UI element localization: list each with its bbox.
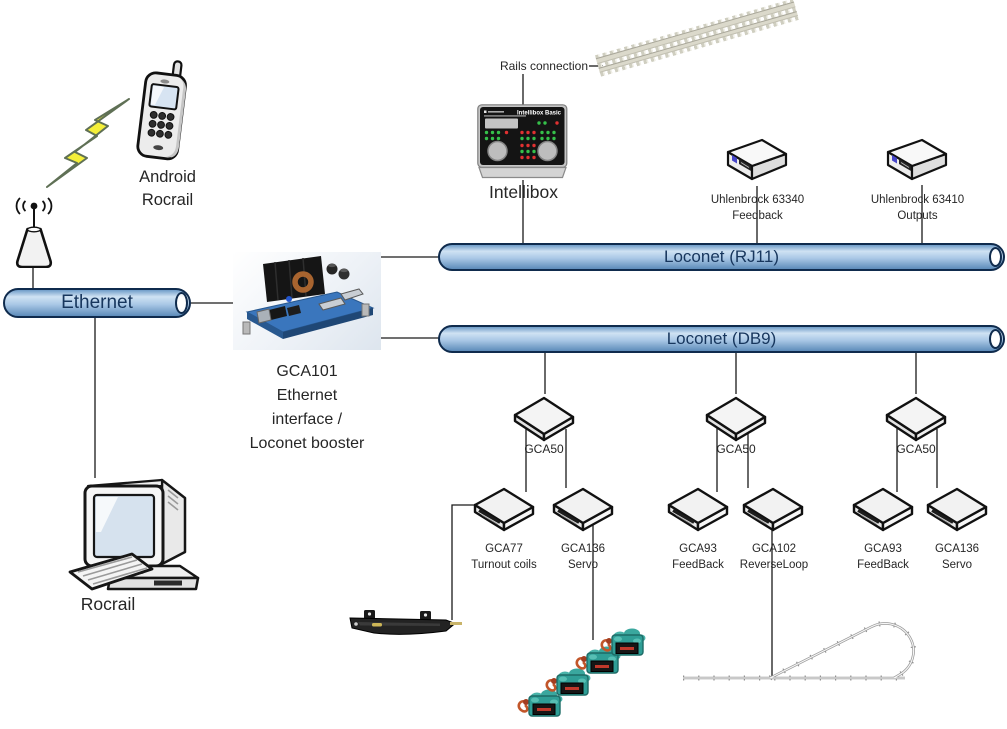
reverse-loop-track-icon <box>683 621 917 681</box>
gca50-left-node-icon <box>513 396 575 442</box>
gca50-middle-label: GCA50 <box>716 442 756 456</box>
uhlenbrock-outputs-model: Uhlenbrock 63410 <box>870 194 965 206</box>
gca136-right-label: GCA136 Servo <box>912 542 1002 573</box>
gca93-right-function: FeedBack <box>857 558 909 571</box>
uhlenbrock-outputs-label: Uhlenbrock 63410 Outputs <box>855 193 980 224</box>
android-label-line1: Android <box>139 168 196 186</box>
pipe-open-end-icon <box>989 247 1002 267</box>
gca50-middle-node-icon <box>705 396 767 442</box>
intellibox-label: Intellibox <box>488 182 559 202</box>
ethernet-bus: Ethernet <box>3 288 191 318</box>
gca77-model: GCA77 <box>485 543 523 555</box>
gca77-function: Turnout coils <box>471 558 537 571</box>
gca101-caption-line3: interface / <box>271 411 343 428</box>
gca102-module-icon <box>742 487 804 532</box>
desktop-computer-icon <box>68 478 200 591</box>
turnout-coil-icon <box>349 610 462 635</box>
gca101-board-photo <box>233 252 381 350</box>
servo-stack-icon <box>517 627 647 718</box>
uhlenbrock-feedback-function: Feedback <box>732 209 783 222</box>
gca50-right-node-icon <box>885 396 947 442</box>
intellibox-faceplate-text: Intellibox Basic <box>517 111 562 117</box>
gca136-left-module-icon <box>552 487 614 532</box>
uhlenbrock-outputs-function: Outputs <box>897 209 938 222</box>
pipe-open-end-icon <box>989 329 1002 349</box>
android-phone-icon <box>136 60 187 161</box>
loconet-rj11-label: Loconet (RJ11) <box>664 247 779 266</box>
ethernet-bus-label: Ethernet <box>61 292 133 313</box>
gca101-caption-line2: Ethernet <box>276 387 338 404</box>
rocrail-pc-label: Rocrail <box>80 594 136 614</box>
rails-connection-label: Rails connection <box>499 59 588 73</box>
gca136-left-function: Servo <box>567 558 599 571</box>
loconet-db9-bus: Loconet (DB9) <box>438 325 1005 353</box>
lightning-icon <box>46 98 130 188</box>
rail-track-icon <box>590 0 808 85</box>
gca93-right-module-icon <box>852 487 914 532</box>
gca93-right-label: GCA93 FeedBack <box>838 542 928 573</box>
gca102-function: ReverseLoop <box>739 558 809 571</box>
gca101-caption-line4: Loconet booster <box>249 435 365 452</box>
gca136-left-model: GCA136 <box>560 543 606 555</box>
android-rocrail-label: Android Rocrail <box>120 166 215 212</box>
gca101-caption-line1: GCA101 <box>276 363 338 380</box>
loconet-db9-label: Loconet (DB9) <box>666 329 777 348</box>
pipe-open-end-icon <box>175 292 188 314</box>
wifi-antenna-icon <box>15 197 53 268</box>
gca101-caption: GCA101 Ethernet interface / Loconet boos… <box>228 360 386 456</box>
uhlenbrock-feedback-model: Uhlenbrock 63340 <box>710 194 805 206</box>
gca136-left-label: GCA136 Servo <box>538 542 628 573</box>
uhlenbrock-feedback-device-icon <box>726 138 788 181</box>
gca77-label: GCA77 Turnout coils <box>459 542 549 573</box>
android-label-line2: Rocrail <box>141 191 194 209</box>
gca102-label: GCA102 ReverseLoop <box>729 542 819 573</box>
uhlenbrock-outputs-device-icon <box>886 138 948 181</box>
uhlenbrock-feedback-label: Uhlenbrock 63340 Feedback <box>695 193 820 224</box>
intellibox-device: Intellibox Basic <box>477 104 568 179</box>
gca50-left-label: GCA50 <box>524 442 564 456</box>
gca136-right-module-icon <box>926 487 988 532</box>
gca93-middle-function: FeedBack <box>672 558 724 571</box>
gca50-right-label: GCA50 <box>896 442 936 456</box>
gca136-right-model: GCA136 <box>934 543 980 555</box>
gca102-model: GCA102 <box>751 543 797 555</box>
gca93-right-model: GCA93 <box>864 543 902 555</box>
gca93-middle-module-icon <box>667 487 729 532</box>
gca77-module-icon <box>473 487 535 532</box>
gca93-middle-model: GCA93 <box>679 543 717 555</box>
loconet-rj11-bus: Loconet (RJ11) <box>438 243 1005 271</box>
gca93-middle-label: GCA93 FeedBack <box>653 542 743 573</box>
gca136-right-function: Servo <box>941 558 973 571</box>
